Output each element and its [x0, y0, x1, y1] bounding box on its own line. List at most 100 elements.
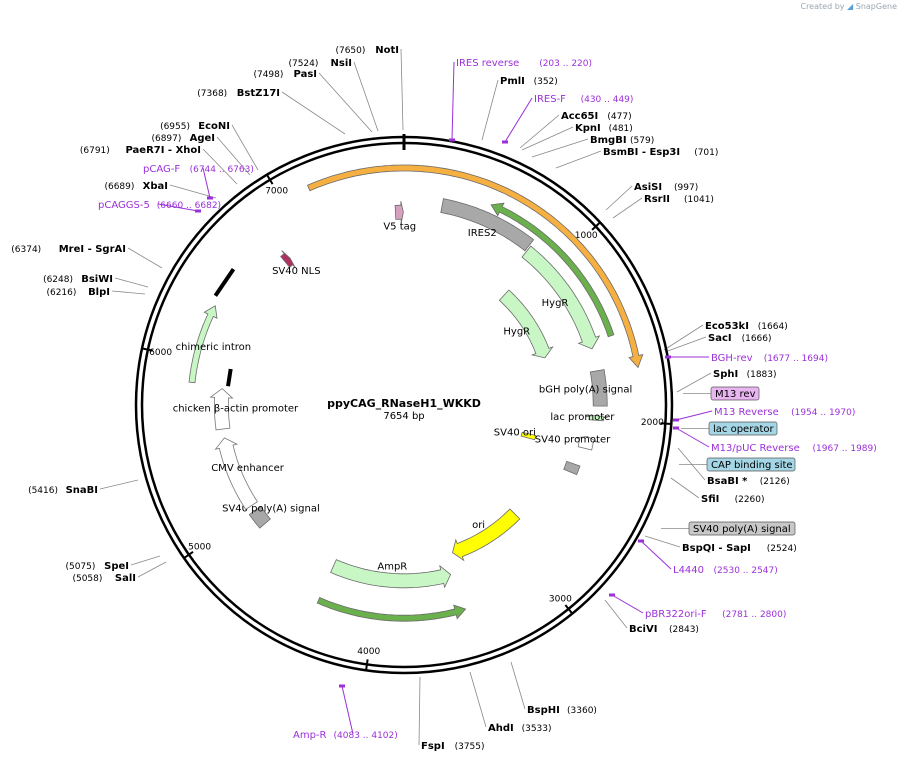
restriction-site[interactable]: PaeR7I - XhoI(6791)	[80, 145, 201, 156]
restriction-site[interactable]: BspHI(3360)	[527, 705, 597, 716]
restriction-site[interactable]: AgeI(6897)	[151, 133, 215, 144]
feature-arrow[interactable]	[330, 559, 452, 589]
site-name: PasI	[294, 69, 317, 80]
feature-arrow[interactable]	[498, 289, 554, 359]
feature-callout[interactable]: CAP binding site	[706, 457, 796, 472]
primer[interactable]: L4440(2530 .. 2547)	[673, 565, 778, 576]
primer[interactable]: Amp-R(4083 .. 4102)	[293, 730, 398, 741]
feature-arrow[interactable]	[589, 369, 608, 407]
feature-arrow[interactable]	[214, 437, 258, 510]
restriction-site[interactable]: SfiI(2260)	[701, 494, 765, 505]
restriction-site[interactable]: BsmBI - Esp3I(701)	[603, 147, 718, 158]
site-leader	[400, 48, 404, 131]
primer[interactable]: IRES reverse(203 .. 220)	[456, 58, 592, 69]
primer-position: (203 .. 220)	[539, 59, 592, 69]
feature-callout[interactable]: lac operator	[708, 421, 778, 436]
restriction-site[interactable]: RsrII(1041)	[644, 194, 714, 205]
feature-label: chimeric intron	[176, 342, 251, 353]
primer-leader	[675, 427, 710, 448]
feature-arrow[interactable]	[280, 250, 296, 269]
tick-label: 7000	[265, 187, 288, 197]
site-name: SfiI	[701, 494, 719, 505]
primer-position: (6744 .. 6763)	[190, 165, 254, 175]
tick-mark	[591, 221, 601, 231]
primer[interactable]: IRES-F(430 .. 449)	[534, 94, 633, 105]
feature-arrow[interactable]	[306, 164, 644, 369]
site-position: (5416)	[28, 486, 58, 496]
restriction-site[interactable]: Eco53kI(1664)	[705, 321, 788, 332]
tick-mark	[564, 604, 574, 615]
feature-arrow[interactable]	[563, 460, 581, 476]
feature-callout[interactable]: SV40 poly(A) signal	[688, 521, 796, 536]
primer-leader	[341, 685, 354, 735]
feature-arrow[interactable]	[440, 198, 535, 252]
site-position: (6248)	[43, 275, 73, 285]
primer[interactable]: pBR322ori-F(2781 .. 2800)	[645, 609, 786, 620]
plasmid-name: ppyCAG_RNaseH1_WKKD	[327, 397, 481, 410]
restriction-site[interactable]: KpnI(481)	[575, 123, 633, 134]
feature-arrow[interactable]	[521, 245, 601, 350]
site-position: (1041)	[684, 195, 714, 205]
feature-arrow[interactable]	[490, 202, 615, 338]
primer[interactable]: M13/pUC Reverse(1967 .. 1989)	[711, 443, 877, 454]
feature-callout[interactable]: M13 rev	[710, 386, 760, 401]
primer[interactable]: pCAG-F(6744 .. 6763)	[143, 164, 254, 175]
site-position: (6955)	[160, 122, 190, 132]
feature-arrow[interactable]	[520, 431, 537, 441]
feature-arrow[interactable]	[188, 305, 218, 384]
primer-position: (1677 .. 1694)	[764, 354, 828, 364]
restriction-site[interactable]: BspQI - SapI(2524)	[682, 543, 797, 554]
site-position: (1883)	[747, 370, 777, 380]
primer-name: L4440	[673, 565, 704, 576]
restriction-site[interactable]: SnaBI(5416)	[28, 485, 98, 496]
restriction-site[interactable]: AsiSI(997)	[634, 182, 698, 193]
site-leader	[663, 324, 704, 351]
restriction-site[interactable]: BmgBI(579)	[590, 135, 654, 146]
site-leader	[418, 676, 421, 746]
restriction-site[interactable]: BsiWI(6248)	[43, 274, 113, 285]
restriction-site[interactable]: PmlI(352)	[500, 76, 558, 87]
primer[interactable]: M13 Reverse(1954 .. 1970)	[714, 407, 855, 418]
feature-arrow[interactable]	[452, 508, 521, 562]
feature-arrow[interactable]	[316, 596, 467, 622]
primer-leader	[675, 410, 713, 421]
restriction-site[interactable]: SacI(1666)	[708, 333, 772, 344]
feature-arrow[interactable]	[248, 505, 271, 529]
restriction-site[interactable]: XbaI(6689)	[104, 181, 168, 192]
restriction-site[interactable]: NsiI(7524)	[288, 58, 352, 69]
restriction-site[interactable]: BsaBI *(2126)	[707, 476, 790, 487]
site-name: BstZ17I	[237, 88, 280, 99]
primer-mark	[449, 138, 455, 142]
restriction-site[interactable]: SalI(5058)	[72, 573, 136, 584]
feature-label: SV40 ori	[494, 428, 536, 439]
site-name: MreI - SgrAI	[59, 244, 126, 255]
restriction-site[interactable]: BstZ17I(7368)	[197, 88, 280, 99]
restriction-site[interactable]: FspI(3755)	[421, 741, 485, 752]
restriction-site[interactable]: SphI(1883)	[713, 369, 777, 380]
feature-arrow[interactable]	[209, 388, 234, 431]
plasmid-length: 7654 bp	[383, 411, 424, 422]
primer-position: (430 .. 449)	[581, 95, 634, 105]
restriction-site[interactable]: Acc65I(477)	[561, 111, 632, 122]
restriction-site[interactable]: SpeI(5075)	[65, 561, 129, 572]
site-position: (3360)	[567, 706, 597, 716]
primer[interactable]: BGH-rev(1677 .. 1694)	[711, 353, 828, 364]
primer[interactable]: pCAGGS-5(6660 .. 6682)	[98, 200, 221, 211]
site-name: Eco53kI	[705, 321, 749, 332]
site-leader	[521, 126, 574, 151]
restriction-site[interactable]: NotI(7650)	[335, 45, 399, 56]
restriction-site[interactable]: MreI - SgrAI(6374)	[11, 244, 126, 255]
restriction-site[interactable]: BlpI(6216)	[46, 287, 110, 298]
site-name: AsiSI	[634, 182, 662, 193]
site-leader	[612, 197, 643, 219]
restriction-site[interactable]: AhdI(3533)	[488, 723, 552, 734]
restriction-site[interactable]: EcoNI(6955)	[160, 121, 230, 132]
feature-arrow[interactable]	[585, 415, 608, 422]
primer-mark	[665, 355, 671, 359]
feature-label: chicken β-actin promoter	[173, 404, 299, 415]
feature-arrow[interactable]	[575, 435, 598, 451]
feature-arrow[interactable]	[394, 201, 404, 224]
restriction-site[interactable]: PasI(7498)	[253, 69, 317, 80]
restriction-site[interactable]: BciVI(2843)	[629, 624, 699, 635]
